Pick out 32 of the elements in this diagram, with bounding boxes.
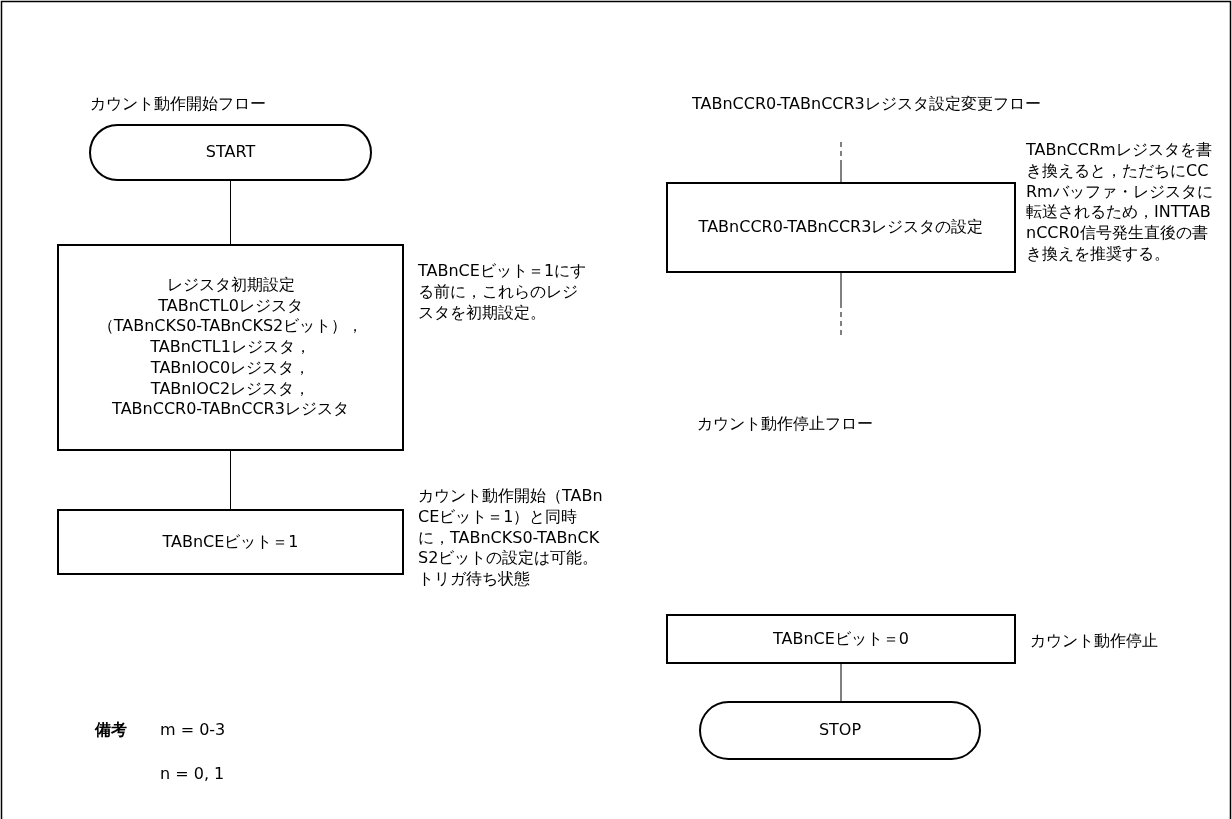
node-text: STOP [818, 720, 862, 741]
process-box [666, 182, 1016, 273]
process-box [57, 509, 404, 575]
connector-line [230, 450, 231, 510]
node-text: TABnCTL0レジスタ [158, 295, 303, 317]
connector-line [840, 141, 842, 183]
node-text: TABnIOC2レジスタ， [150, 378, 311, 400]
note-text: m = 0-3 [160, 720, 226, 739]
annotation-note: カウント動作停止 [1030, 631, 1159, 652]
connector-line [840, 663, 842, 702]
node-text: レジスタ初期設定 [166, 274, 295, 296]
section-heading: カウント動作開始フロー [90, 94, 266, 115]
connector-line [840, 272, 842, 338]
connector-line [230, 180, 231, 245]
node-text: TABnCEビット＝0 [772, 628, 910, 650]
section-heading: TABnCCR0-TABnCCR3レジスタ設定変更フロー [692, 94, 1041, 115]
annotation-note: TABnCEビット＝1にする前に，これらのレジスタを初期設定。 [418, 261, 588, 324]
node-text: TABnCCR0-TABnCCR3レジスタの設定 [697, 217, 985, 238]
note-text: n = 0, 1 [160, 764, 225, 783]
node-text: TABnCTL1レジスタ， [150, 337, 311, 358]
annotation-note: TABnCCRmレジスタを書き換えると，ただちにCCRmバッファ・レジスタに転送されるため，INTTABnCCR0信号発生直後の書き換えを推奨する。 [1026, 140, 1214, 265]
process-box [57, 244, 404, 451]
annotation-note: カウント動作開始（TABnCEビット＝1）と同時に，TABnCKS0-TABnCKS2ビットの設定は可能。トリガ待ち状態 [418, 486, 603, 590]
note-heading: 備考 [95, 720, 127, 741]
node-text: TABnIOC0レジスタ， [150, 357, 311, 379]
section-heading: カウント動作停止フロー [697, 414, 873, 435]
terminal-shape [89, 124, 372, 181]
node-text: START [205, 142, 256, 163]
node-text: TABnCEビット＝1 [162, 531, 299, 553]
node-text: （TABnCKS0-TABnCKS2ビット）， [97, 316, 364, 338]
process-box [666, 614, 1016, 664]
node-text: TABnCCR0-TABnCCR3レジスタ [112, 399, 349, 421]
